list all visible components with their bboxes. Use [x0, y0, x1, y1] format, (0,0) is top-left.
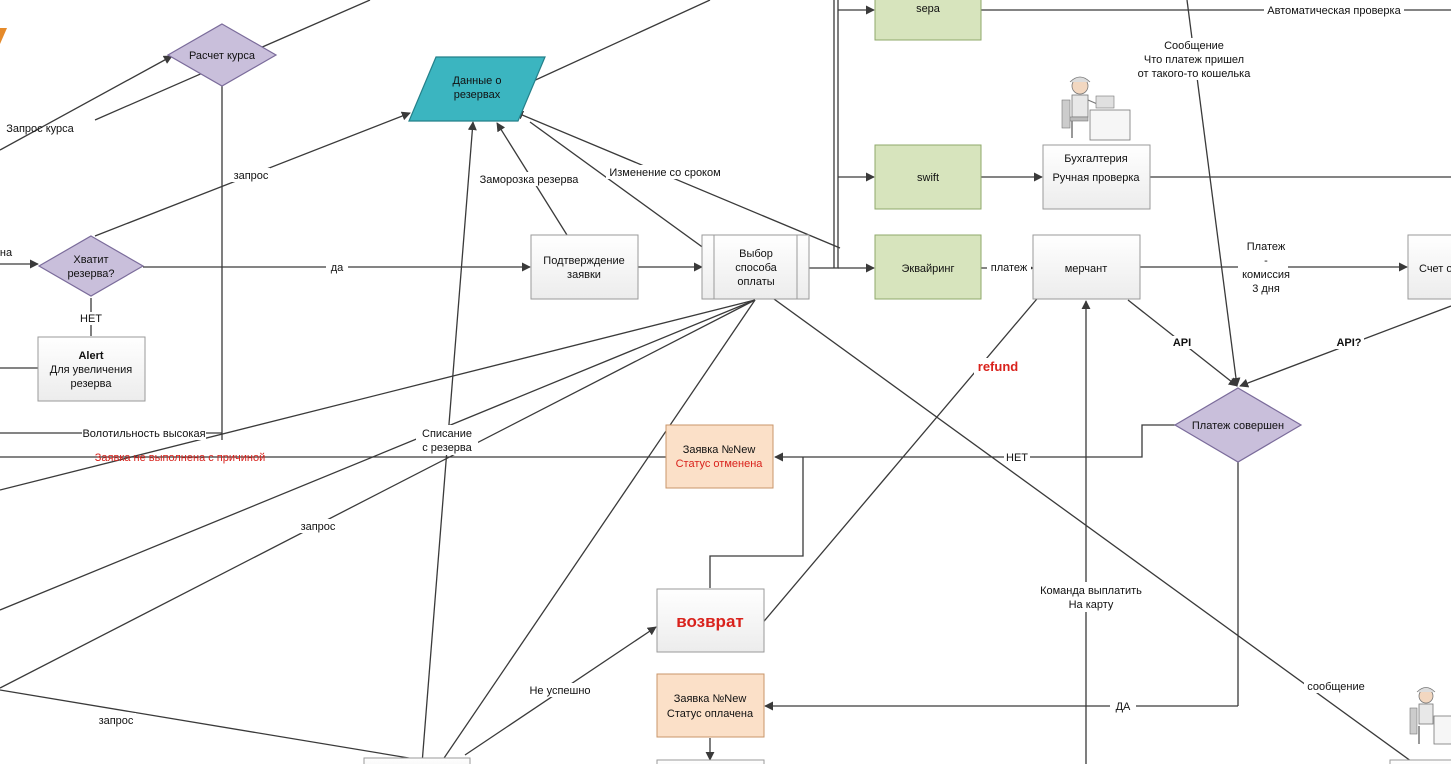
- node-bottom-left-partial: [363, 757, 471, 764]
- label-yes-upper: ДА: [1116, 701, 1131, 713]
- label-no: НЕТ: [1006, 452, 1028, 464]
- edge-choose-left2: [0, 299, 756, 611]
- svg-text:Ручная проверка: Ручная проверка: [1052, 172, 1140, 184]
- svg-text:Подтверждение: Подтверждение: [543, 255, 624, 267]
- node-confirm-request: Подтверждение заявки: [530, 234, 639, 300]
- node-reserve-data: Данные о резервах: [408, 56, 546, 122]
- svg-text:Данные о: Данные о: [453, 75, 502, 87]
- svg-text:возврат: возврат: [676, 612, 743, 631]
- svg-text:способа: способа: [735, 262, 777, 274]
- svg-text:оплаты: оплаты: [737, 276, 774, 288]
- node-request-cancelled: Заявка №New Статус отменена: [665, 424, 774, 489]
- node-alert: Alert Для увеличения резерва: [37, 336, 146, 402]
- label-message: сообщение: [1307, 681, 1365, 693]
- node-refund-box: возврат: [656, 588, 765, 653]
- node-payment-done: Платеж совершен: [1173, 387, 1303, 463]
- label-api-q: API?: [1336, 337, 1361, 349]
- label-rate-request: Запрос курса: [6, 123, 74, 135]
- svg-text:Выбор: Выбор: [739, 248, 773, 260]
- svg-text:резервах: резервах: [454, 89, 501, 101]
- edge-rate-request: [0, 55, 173, 151]
- svg-text:Заявка №New: Заявка №New: [683, 444, 756, 456]
- node-bottom-right-partial: [1389, 759, 1451, 764]
- label-auto-check: Автоматическая проверка: [1267, 5, 1401, 17]
- label-message-wallet-2: Что платеж пришел: [1144, 54, 1244, 66]
- svg-text:Платеж совершен: Платеж совершен: [1192, 420, 1284, 432]
- node-bottom-center-partial: [656, 759, 765, 764]
- label-message-wallet-3: от такого-то кошелька: [1138, 68, 1252, 80]
- label-change-term: Изменение со сроком: [609, 167, 720, 179]
- label-write-off-1: Списание: [422, 428, 472, 440]
- label-payment-fee-3: комиссия: [1242, 269, 1290, 281]
- label-api: API: [1173, 337, 1191, 349]
- label-payment-fee-1: Платеж: [1247, 241, 1286, 253]
- svg-text:Счет о: Счет о: [1419, 263, 1451, 275]
- label-freeze: Заморозка резерва: [480, 174, 580, 186]
- node-accounting: Бухгалтерия Ручная проверка: [1042, 144, 1151, 210]
- svg-text:Эквайринг: Эквайринг: [901, 263, 954, 275]
- label-request: запрос: [234, 170, 269, 182]
- edge-refund-up: [709, 457, 804, 588]
- label-pay-command-1: Команда выплатить: [1040, 585, 1142, 597]
- node-rate-calc: Расчет курса: [166, 23, 278, 87]
- edge-top-reserve: [517, 0, 711, 89]
- edge-choose-down: [439, 299, 756, 764]
- label-request2: запрос: [301, 521, 336, 533]
- svg-text:Для увеличения: Для увеличения: [50, 364, 132, 376]
- node-merchant: мерчант: [1032, 234, 1141, 300]
- node-request-paid: Заявка №New Статус оплачена: [656, 673, 765, 738]
- node-swift: swift: [874, 144, 982, 210]
- label-not-success: Не успешно: [529, 685, 590, 697]
- svg-text:Статус отменена: Статус отменена: [676, 458, 764, 470]
- label-na: на: [0, 247, 13, 259]
- label-no-upper: НЕТ: [80, 313, 102, 325]
- label-refund: refund: [978, 359, 1019, 374]
- label-payment-fee-4: 3 дня: [1252, 283, 1280, 295]
- label-request3: запрос: [99, 715, 134, 727]
- svg-text:Заявка №New: Заявка №New: [674, 693, 747, 705]
- svg-text:Бухгалтерия: Бухгалтерия: [1064, 153, 1128, 165]
- edge-long-diagonal: [529, 121, 1416, 764]
- svg-text:Хватит: Хватит: [73, 254, 108, 266]
- label-volatility: Волотильность высокая: [82, 428, 205, 440]
- svg-text:Alert: Alert: [78, 350, 103, 362]
- node-account: Счет о: [1407, 234, 1451, 300]
- edge-choose-left3: [0, 299, 756, 689]
- label-not-fulfilled: Заявка не выполнена с причиной: [95, 452, 265, 464]
- edge-refund: [759, 273, 1059, 627]
- svg-text:Статус оплачена: Статус оплачена: [667, 708, 754, 720]
- svg-text:Расчет курса: Расчет курса: [189, 50, 256, 62]
- edge-choose-left1: [0, 299, 756, 491]
- offscreen-shape-fragment: [0, 28, 7, 44]
- edge-no-cancelled: [774, 424, 1177, 462]
- edge-change-term: [514, 110, 841, 249]
- label-yes: да: [331, 262, 344, 274]
- svg-text:мерчант: мерчант: [1065, 263, 1108, 275]
- svg-text:резерва: резерва: [71, 378, 113, 390]
- label-write-off-2: с резерва: [422, 442, 472, 454]
- label-payment-fee-2: -: [1264, 255, 1268, 267]
- person-desk-icon: [1061, 76, 1131, 141]
- node-acquiring: Эквайринг: [874, 234, 982, 300]
- node-choose-payment: Выбор способа оплаты: [701, 234, 810, 300]
- edge-request-bottom: [0, 689, 446, 764]
- label-payment: платеж: [991, 262, 1028, 274]
- svg-text:резерва?: резерва?: [67, 268, 114, 280]
- label-message-wallet-1: Сообщение: [1164, 40, 1224, 52]
- svg-text:sepa: sepa: [916, 3, 941, 15]
- node-sepa: sepa: [874, 0, 982, 41]
- person-desk-icon-2: [1409, 687, 1451, 745]
- label-pay-command-2: На карту: [1069, 599, 1114, 611]
- node-enough-reserve: Хватит резерва?: [37, 235, 145, 297]
- svg-text:заявки: заявки: [567, 269, 601, 281]
- svg-text:swift: swift: [917, 172, 939, 184]
- edge-labels: Запрос курса запрос на да НЕТ Заморозка …: [0, 3, 1404, 727]
